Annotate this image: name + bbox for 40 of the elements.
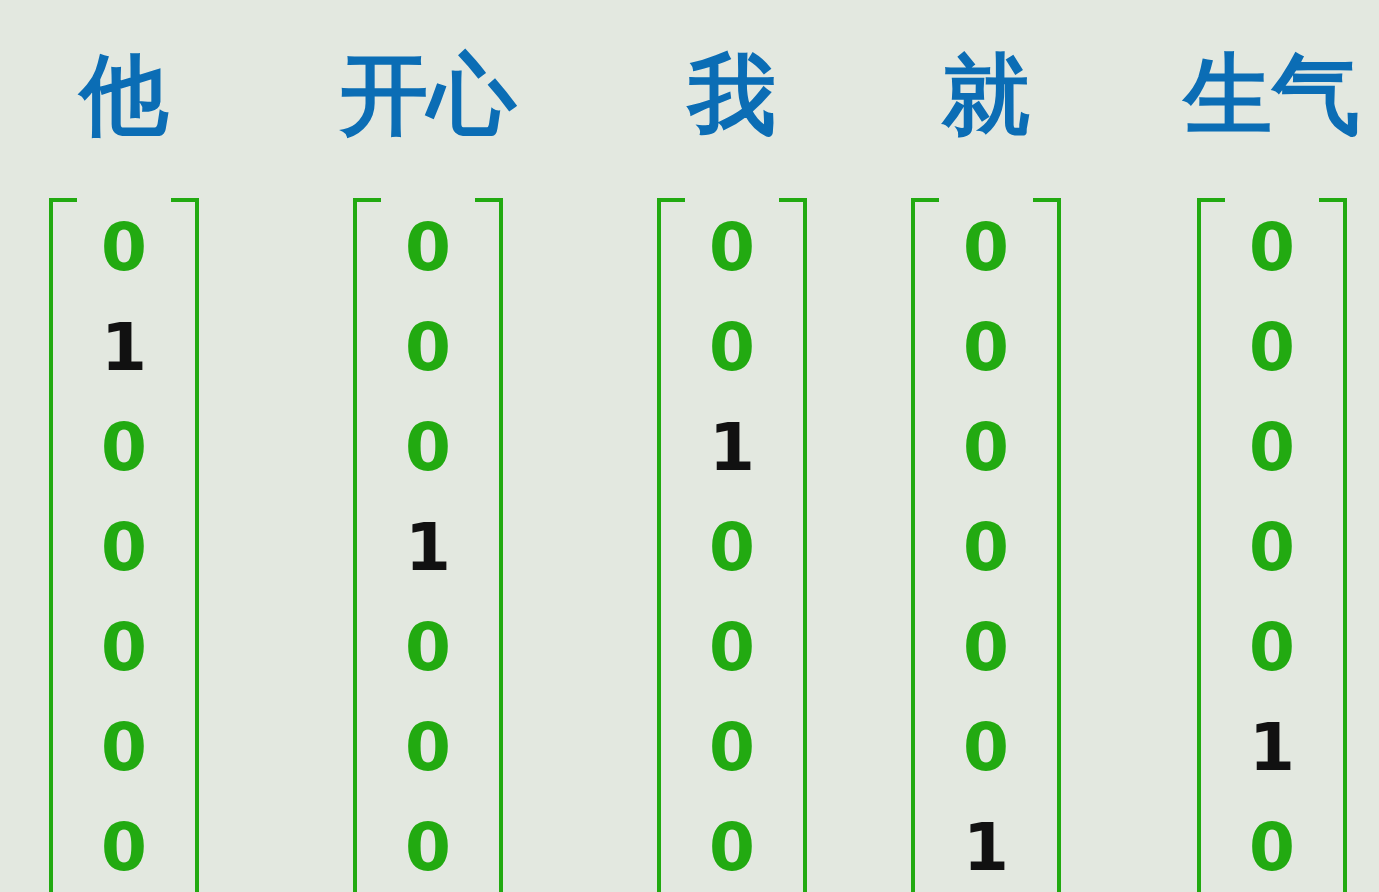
vector-digit: 0: [709, 310, 755, 386]
vector-digit: 0: [405, 610, 451, 686]
vector-digit: 0: [101, 410, 147, 486]
vector-digit: 0: [405, 210, 451, 286]
vector-digit: 1: [101, 310, 147, 386]
vector-digit: 1: [709, 410, 755, 486]
vector-digit: 0: [963, 410, 1009, 486]
vector-digit: 0: [1249, 610, 1295, 686]
vector-digit: 0: [709, 610, 755, 686]
vector-digit: 0: [709, 210, 755, 286]
vector-digit: 1: [405, 510, 451, 586]
vector-digit: 0: [405, 410, 451, 486]
vector-digit: 0: [709, 510, 755, 586]
word-heading: 我: [688, 42, 776, 148]
vector-digit: 0: [101, 510, 147, 586]
vector-digit: 0: [963, 210, 1009, 286]
vector-digit: 0: [405, 710, 451, 786]
word-heading: 生气: [1184, 42, 1360, 148]
vector-digit: 0: [1249, 210, 1295, 286]
vector-digit: 0: [709, 710, 755, 786]
vector-digit: 0: [405, 810, 451, 886]
vector-digit: 0: [405, 310, 451, 386]
vector-digit: 1: [963, 810, 1009, 886]
vector-digit: 0: [101, 710, 147, 786]
word-heading: 就: [942, 42, 1030, 148]
vector-digit: 1: [1249, 710, 1295, 786]
vector-digit: 0: [101, 610, 147, 686]
vector-digit: 0: [709, 810, 755, 886]
vector-digit: 0: [963, 610, 1009, 686]
vector-digit: 0: [963, 710, 1009, 786]
word-heading: 他: [80, 42, 168, 148]
vector-digit: 0: [1249, 310, 1295, 386]
vector-digit: 0: [963, 310, 1009, 386]
vector-digit: 0: [101, 810, 147, 886]
vector-digit: 0: [1249, 510, 1295, 586]
vector-digit: 0: [963, 510, 1009, 586]
vector-digit: 0: [1249, 810, 1295, 886]
vector-digit: 0: [101, 210, 147, 286]
vector-digit: 0: [1249, 410, 1295, 486]
word-heading: 开心: [340, 42, 516, 148]
